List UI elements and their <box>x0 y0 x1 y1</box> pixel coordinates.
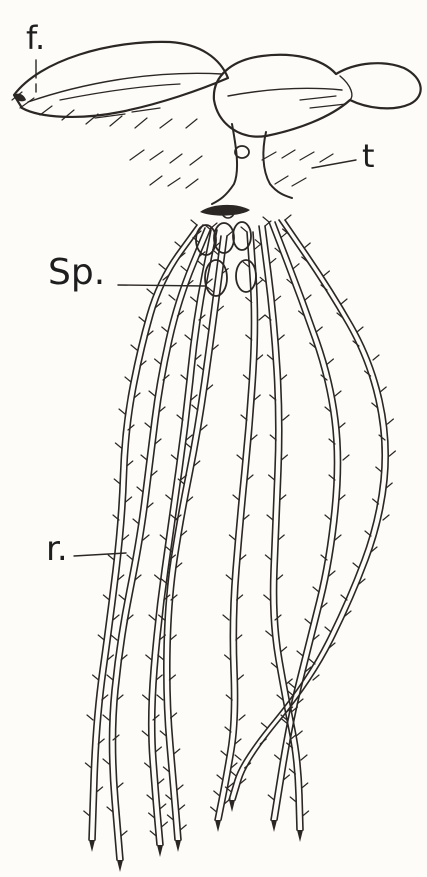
root-edge <box>110 228 206 860</box>
root-tip <box>271 820 277 832</box>
roots-label: r. <box>46 532 68 566</box>
root-hairs <box>103 223 217 836</box>
stem-leader <box>312 160 356 168</box>
root-hairs <box>142 225 219 836</box>
root-edge <box>116 228 212 860</box>
root-tip <box>175 840 181 852</box>
stem-label: t <box>362 140 375 172</box>
root-tip <box>89 840 95 852</box>
root-tip <box>215 820 221 832</box>
sporocarps-leader <box>118 285 206 286</box>
roots-leader <box>74 553 126 556</box>
root-tip <box>157 845 163 857</box>
root-tip <box>229 800 235 812</box>
root-edge <box>215 232 252 820</box>
root-strand <box>142 225 219 857</box>
ground-hatching <box>12 92 333 188</box>
root-tip <box>117 860 123 872</box>
root-strand <box>157 231 233 852</box>
root-edge <box>170 236 227 840</box>
right-frond <box>214 55 421 137</box>
left-frond <box>14 42 228 118</box>
root-hairs <box>157 231 233 830</box>
root-hairs <box>255 221 308 816</box>
sporocarps-label: Sp. <box>48 255 105 291</box>
frond-label: f. <box>26 22 45 54</box>
sporocarp-cluster <box>196 205 256 296</box>
root-system <box>84 215 396 872</box>
root-tip <box>297 830 303 842</box>
